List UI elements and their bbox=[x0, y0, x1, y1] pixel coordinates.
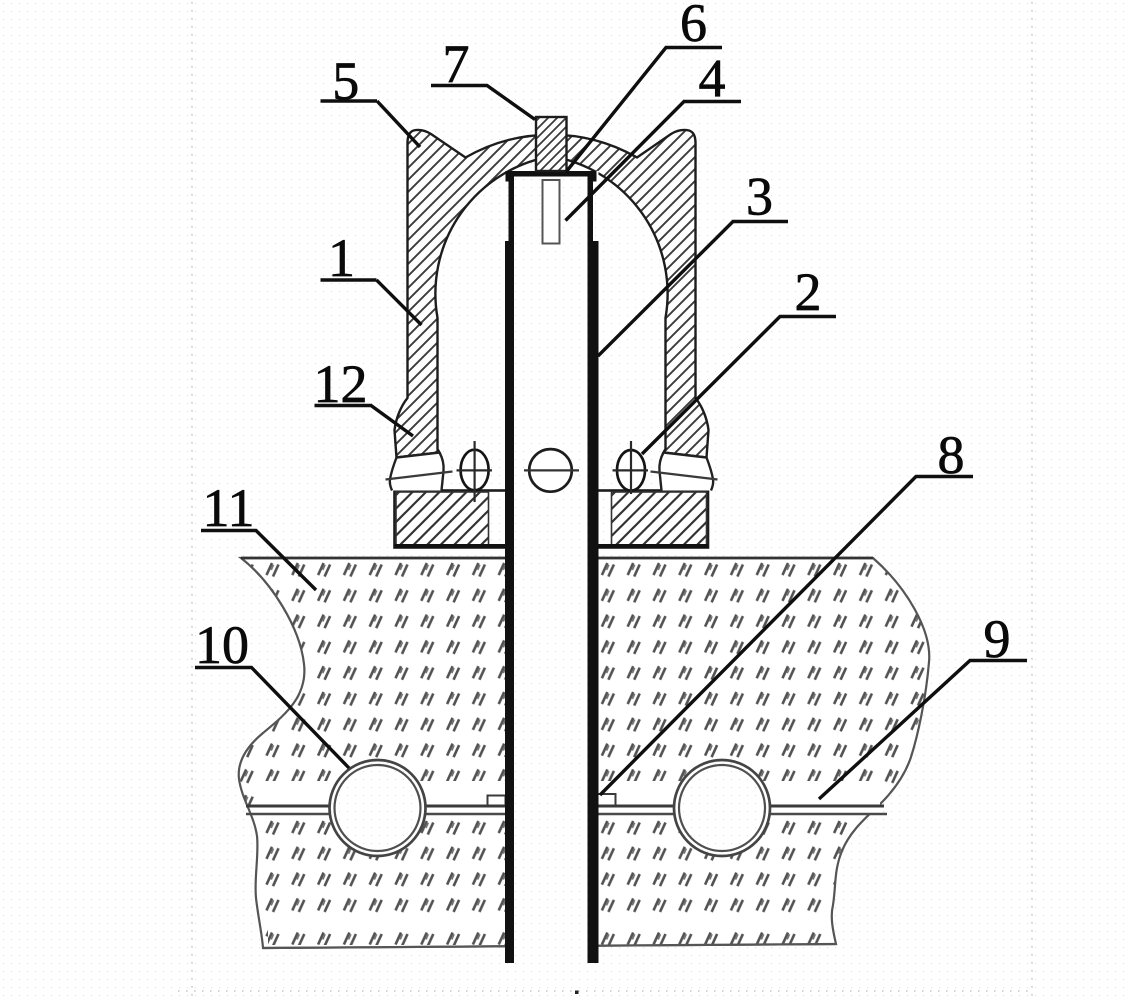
svg-text:1: 1 bbox=[328, 228, 355, 288]
svg-text:12: 12 bbox=[314, 354, 368, 414]
svg-text:2: 2 bbox=[795, 262, 822, 322]
svg-text:3: 3 bbox=[746, 167, 773, 227]
svg-text:9: 9 bbox=[984, 609, 1011, 669]
svg-text:10: 10 bbox=[195, 615, 249, 675]
svg-text:5: 5 bbox=[332, 51, 359, 111]
svg-text:8: 8 bbox=[938, 425, 965, 485]
svg-text:11: 11 bbox=[203, 478, 255, 538]
svg-text:4: 4 bbox=[699, 49, 726, 109]
svg-text:6: 6 bbox=[680, 0, 707, 53]
svg-text:7: 7 bbox=[443, 34, 470, 94]
